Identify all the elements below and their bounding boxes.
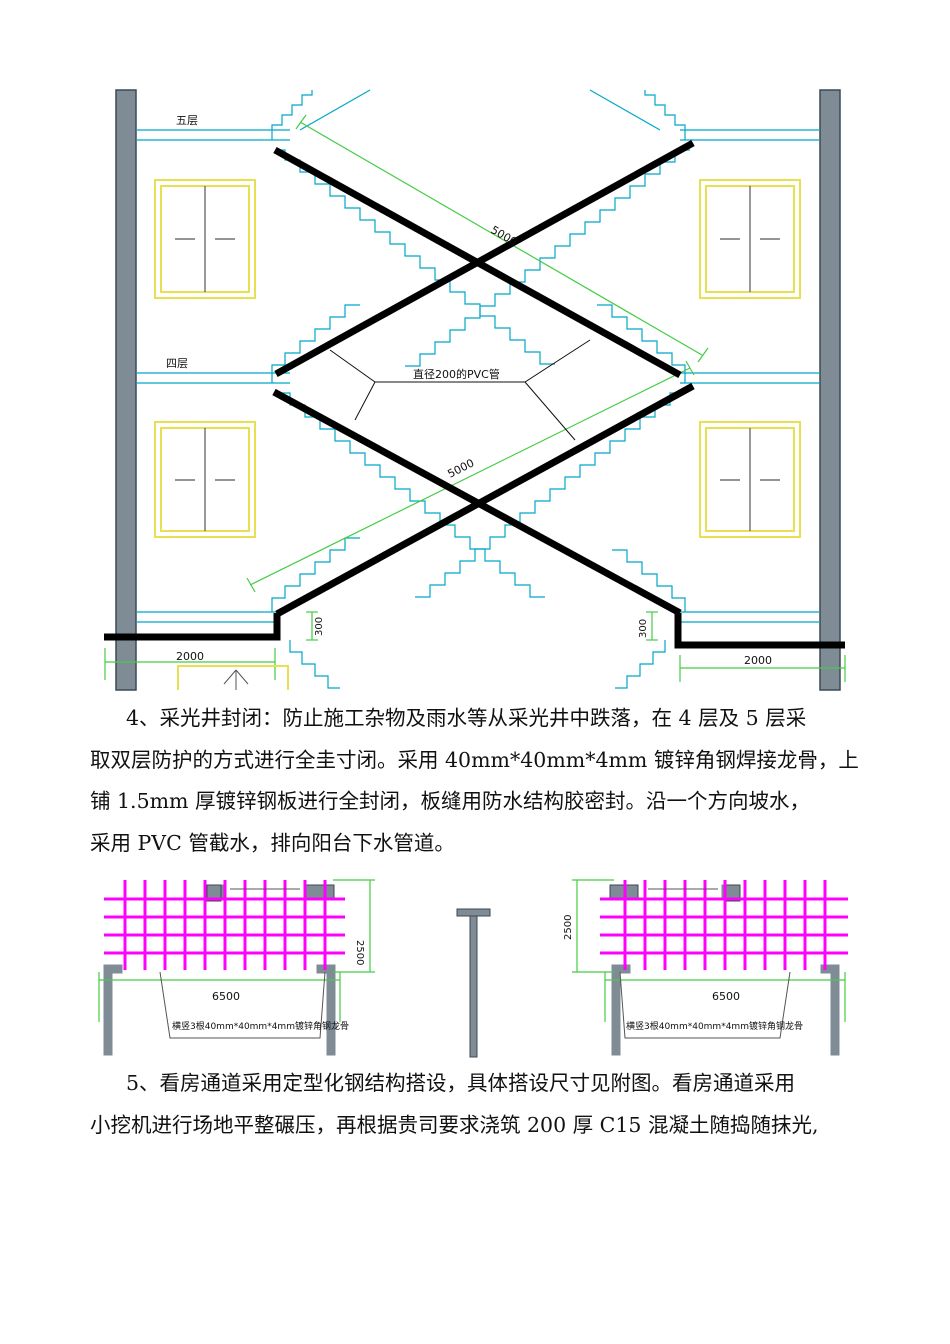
dimension-lines <box>104 114 846 682</box>
paragraph-skylight-sealing: 4、采光井封闭：防止施工杂物及雨水等从采光井中跌落，在 4 层及 5 层采 取双… <box>90 698 870 864</box>
skylight-plan-drawing: 6500 2500 横竖3根40mm*40mm*4mm镀锌角钢龙骨 <box>98 879 848 1058</box>
stair-flights <box>271 89 690 689</box>
left-height-dim: 2500 <box>354 940 365 965</box>
floor-slabs <box>136 129 820 623</box>
pvc-pipe-lines <box>329 339 591 441</box>
right-plan: 6500 2500 横竖3根40mm*40mm*4mm镀锌角钢龙骨 <box>563 879 848 1056</box>
level-5-label: 五层 <box>176 114 198 127</box>
t-section-profile <box>456 908 491 1058</box>
dim-step-left-300: 300 <box>314 617 325 636</box>
right-wall <box>819 89 841 691</box>
dim-lower-5000: 5000 <box>445 456 476 480</box>
paragraph-line: 采用 PVC 管截水，排向阳台下水管道。 <box>90 830 455 855</box>
level-4-label: 四层 <box>166 357 188 370</box>
left-plan: 6500 2500 横竖3根40mm*40mm*4mm镀锌角钢龙骨 <box>98 879 375 1056</box>
window-details <box>175 186 780 531</box>
left-wall <box>115 89 137 691</box>
steel-braces <box>104 139 845 649</box>
pvc-pipe-label: 直径200的PVC管 <box>413 367 500 381</box>
bottom-yellow-frame <box>177 665 289 690</box>
paragraph-line: 5、看房通道采用定型化钢结构搭设，具体搭设尺寸见附图。看房通道采用 <box>126 1071 796 1095</box>
right-height-dim: 2500 <box>563 915 574 940</box>
windows <box>154 179 801 538</box>
dim-left-2000: 2000 <box>176 650 204 663</box>
left-note: 横竖3根40mm*40mm*4mm镀锌角钢龙骨 <box>172 1020 349 1032</box>
dim-right-2000: 2000 <box>744 654 772 667</box>
dim-step-right-300: 300 <box>638 619 649 638</box>
right-note: 横竖3根40mm*40mm*4mm镀锌角钢龙骨 <box>626 1020 803 1032</box>
paragraph-viewing-passage: 5、看房通道采用定型化钢结构搭设，具体搭设尺寸见附图。看房通道采用 小挖机进行场… <box>90 1063 870 1146</box>
paragraph-line: 小挖机进行场地平整碾压，再根据贵司要求浇筑 200 厚 C15 混凝土随捣随抹光… <box>90 1112 819 1137</box>
paragraph-line: 铺 1.5mm 厚镀锌钢板进行全封闭，板缝用防水结构胶密封。沿一个方向坡水， <box>90 789 811 813</box>
paragraph-line: 4、采光井封闭：防止施工杂物及雨水等从采光井中跌落，在 4 层及 5 层采 <box>126 706 807 730</box>
right-width-dim: 6500 <box>712 990 740 1003</box>
left-width-dim: 6500 <box>212 990 240 1003</box>
paragraph-line: 取双层防护的方式进行全圭寸闭。采用 40mm*40mm*4mm 镀锌角钢焊接龙骨… <box>90 747 859 772</box>
stairwell-section-drawing: 五层 四层 直径200的PVC管 5000 5000 2000 2000 300… <box>104 89 846 691</box>
